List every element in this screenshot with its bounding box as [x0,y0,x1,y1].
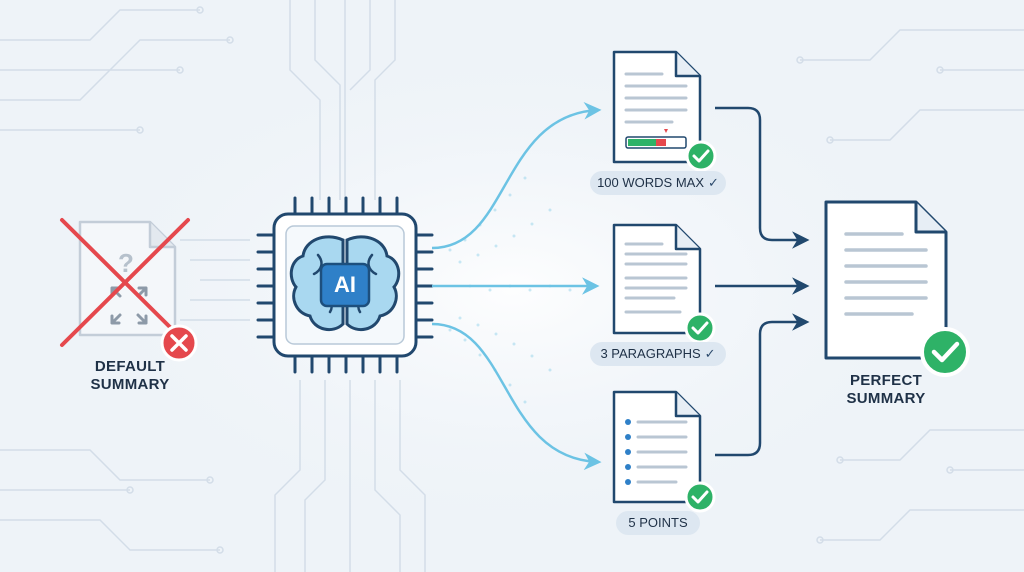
chip-pins [256,196,434,374]
default-summary-document: ? [60,218,198,362]
flow-arrow-bottom [431,322,602,471]
perfect-summary-label: PERFECT SUMMARY [826,372,946,408]
ai-processor-chip [256,196,434,374]
default-summary-label: DEFAULT SUMMARY [70,358,190,394]
paragraphs-document [612,223,716,344]
checkmark-icon: ✓ [704,346,716,361]
merge-arrow-top [715,106,810,249]
checkmark-icon: ✓ [708,175,719,190]
constraint-label: 3 PARAGRAPHS [600,346,701,361]
merge-arrow-bottom [715,313,810,457]
default-summary-label-line1: DEFAULT [94,358,166,375]
perfect-summary-document [824,200,970,377]
expand-arrows-icon [110,286,148,325]
check-badge-icon [684,312,716,344]
merge-arrows [715,106,810,457]
constraint-label: 100 WORDS MAX [597,175,704,190]
default-summary-label-line2: SUMMARY [90,376,170,393]
perfect-summary-label-line1: PERFECT [849,372,923,389]
constraint-pill-paragraphs: 3 PARAGRAPHS✓ [590,342,726,366]
cross-out-line [60,218,190,347]
success-check-icon [920,327,970,377]
check-badge-icon [684,481,716,513]
check-badge-icon [685,140,717,172]
error-x-icon [160,324,198,362]
word-limit-document [612,50,717,172]
chip-label: AI [334,272,356,297]
flow-arrow-top [431,101,602,250]
constraint-pill-word-limit: 100 WORDS MAX ✓ [590,171,726,195]
constraint-label: 5 POINTS [628,515,688,530]
word-count-meter [625,129,687,149]
perfect-summary-label-line2: SUMMARY [846,390,926,407]
background-glow [52,30,972,550]
flow-arrows [431,101,602,471]
meter-pointer-icon [664,129,668,133]
constraint-pill-points: 5 POINTS [616,511,700,535]
question-mark-icon: ? [118,248,134,278]
bullet-points-document [612,390,716,513]
